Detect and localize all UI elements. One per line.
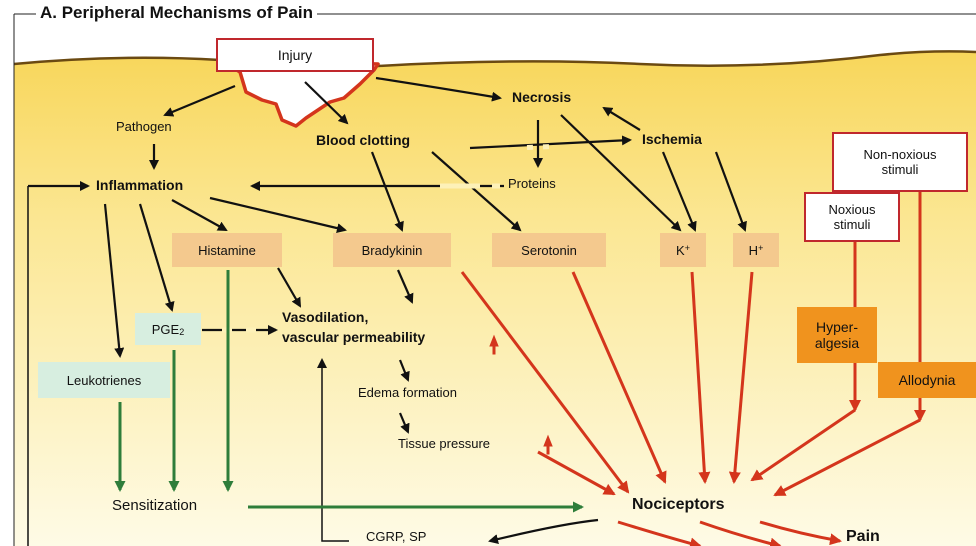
noxious-line2: stimuli: [834, 217, 871, 232]
leukotrienes-box: Leukotrienes: [38, 362, 170, 398]
proteins-label: Proteins: [508, 176, 556, 191]
histamine-box: Histamine: [172, 233, 282, 267]
non-noxious-line1: Non-noxious: [864, 147, 937, 162]
vascular-permeability-label: vascular permeability: [282, 329, 425, 345]
inflammation-label: Inflammation: [96, 177, 183, 193]
pathogen-label: Pathogen: [116, 119, 172, 134]
page-title: A. Peripheral Mechanisms of Pain: [36, 3, 317, 23]
non-noxious-stimuli-box: Non-noxious stimuli: [832, 132, 968, 192]
hydrogen-charge: +: [758, 243, 763, 253]
potassium-label: K: [676, 243, 685, 258]
serotonin-box: Serotonin: [492, 233, 606, 267]
noxious-stimuli-box: Noxious stimuli: [804, 192, 900, 242]
pge-label: PGE: [152, 322, 179, 337]
hyperalgesia-line2: algesia: [815, 335, 859, 351]
non-noxious-line2: stimuli: [882, 162, 919, 177]
ischemia-label: Ischemia: [642, 131, 702, 147]
necrosis-label: Necrosis: [512, 89, 571, 105]
injury-box: Injury: [216, 38, 374, 72]
hydrogen-box: H+: [733, 233, 779, 267]
nociceptors-label: Nociceptors: [632, 496, 724, 514]
sensitization-label: Sensitization: [112, 497, 197, 514]
cgrp-sp-label: CGRP, SP: [366, 529, 426, 544]
pain-label: Pain: [846, 528, 880, 546]
potassium-charge: +: [685, 243, 690, 253]
vasodilation-label: Vasodilation,: [282, 309, 368, 325]
blood-clotting-label: Blood clotting: [316, 132, 410, 148]
noxious-line1: Noxious: [829, 202, 876, 217]
bradykinin-box: Bradykinin: [333, 233, 451, 267]
hyperalgesia-box: Hyper- algesia: [797, 307, 877, 363]
potassium-box: K+: [660, 233, 706, 267]
hyperalgesia-line1: Hyper-: [816, 319, 858, 335]
allodynia-box: Allodynia: [878, 362, 976, 398]
pge-subscript: 2: [179, 327, 184, 337]
hydrogen-label: H: [749, 243, 758, 258]
edema-formation-label: Edema formation: [358, 385, 457, 400]
tissue-pressure-label: Tissue pressure: [398, 436, 490, 451]
